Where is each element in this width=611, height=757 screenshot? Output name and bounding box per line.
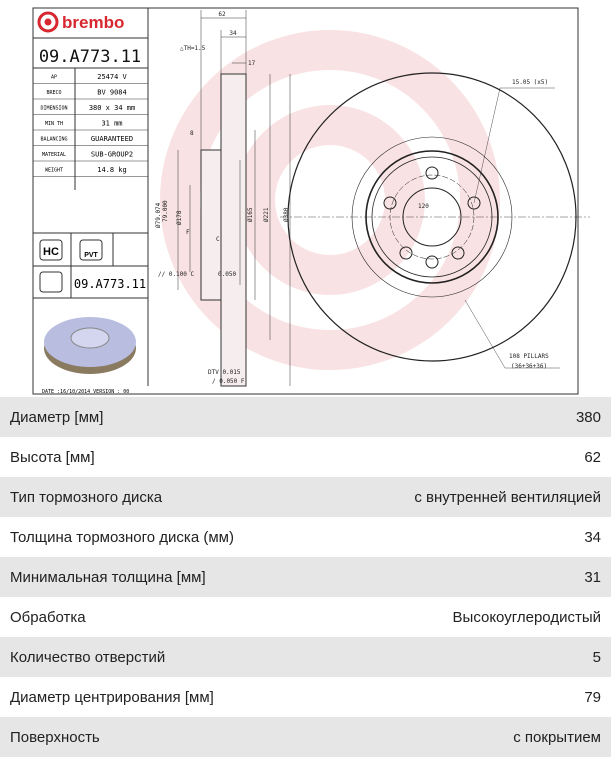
spec-table-row: Тип тормозного диска с внутренней вентиля… bbox=[0, 477, 611, 517]
spec-name: Высота [мм] bbox=[10, 448, 95, 466]
technical-drawing: brembo 09.A773.11 AP 25474 V BRECO BV 9084D… bbox=[32, 7, 590, 395]
spec-value: 79 bbox=[584, 688, 601, 706]
dim-79-lower: 79.000 bbox=[162, 200, 169, 222]
spec-label: DIMENSION bbox=[40, 106, 67, 112]
spec-label: BRECO bbox=[46, 90, 61, 96]
holes-note: 15.05 (x5) bbox=[512, 79, 548, 86]
spec-value: 380 x 34 mm bbox=[89, 104, 135, 112]
spec-value: Высокоуглеродистый bbox=[452, 608, 601, 626]
datum-f: F bbox=[186, 229, 190, 236]
dim-380: Ø380 bbox=[283, 207, 290, 222]
dim-62: 62 bbox=[218, 11, 226, 18]
dim-79-upper: Ø79.074 bbox=[155, 202, 162, 228]
spec-table-row: Толщина тормозного диска (мм) 34 bbox=[0, 517, 611, 557]
tolerance-flat: 0.050 bbox=[218, 271, 236, 278]
spec-value: BV 9084 bbox=[97, 89, 127, 97]
spec-value: 31 mm bbox=[101, 120, 122, 128]
pillars-breakdown: (36+36+36) bbox=[511, 363, 547, 370]
datum-c: C bbox=[216, 236, 220, 243]
pvt-icon bbox=[79, 239, 103, 261]
spec-label: MATERIAL bbox=[42, 152, 66, 158]
dim-th: △TH=1.5 bbox=[180, 45, 206, 52]
spec-value: с покрытием bbox=[513, 728, 601, 746]
disc-type-icon bbox=[39, 271, 63, 293]
section-view bbox=[177, 10, 291, 387]
spec-name: Толщина тормозного диска (мм) bbox=[10, 528, 234, 546]
spec-table-row: Поверхность с покрытием bbox=[0, 717, 611, 757]
part-number-small: 09.A773.11 bbox=[74, 277, 146, 291]
spec-label: AP bbox=[51, 75, 57, 81]
spec-value: 5 bbox=[592, 648, 601, 666]
spec-value: 25474 V bbox=[97, 73, 127, 81]
spec-label: MIN TH bbox=[45, 121, 63, 127]
spec-name: Обработка bbox=[10, 608, 86, 626]
pillars-note: 108 PILLARS bbox=[509, 353, 549, 360]
dim-34: 34 bbox=[229, 30, 237, 37]
spec-label: BALANCING bbox=[40, 137, 67, 143]
spec-value: 14.8 kg bbox=[97, 166, 127, 174]
dim-8: 8 bbox=[190, 130, 194, 137]
spec-name: Количество отверстий bbox=[10, 648, 166, 666]
spec-name: Диаметр [мм] bbox=[10, 408, 104, 426]
pcd-label: 120 bbox=[418, 203, 429, 210]
spec-value: 380 bbox=[575, 408, 601, 426]
spec-value: с внутренней вентиляцией bbox=[414, 488, 601, 506]
spec-value: 31 bbox=[584, 568, 601, 586]
date-version: DATE :16/10/2014 VERSION : 00 bbox=[42, 389, 129, 395]
disc-image bbox=[44, 317, 136, 374]
spec-value: 34 bbox=[584, 528, 601, 546]
spec-name: Поверхность bbox=[10, 728, 100, 746]
tolerance-runout: / 0.050 F bbox=[212, 378, 245, 385]
spec-value: GUARANTEED bbox=[91, 135, 133, 143]
spec-value: 62 bbox=[584, 448, 601, 466]
dim-221: Ø221 bbox=[263, 207, 270, 222]
spec-name: Диаметр центрирования [мм] bbox=[10, 688, 214, 706]
front-view bbox=[280, 72, 590, 369]
spec-table-row: Высота [мм] 62 bbox=[0, 437, 611, 477]
spec-label: WEIGHT bbox=[45, 168, 63, 174]
svg-text:brembo: brembo bbox=[62, 13, 124, 32]
part-number: 09.A773.11 bbox=[39, 47, 141, 67]
spec-table-row: Минимальная толщина [мм] 31 bbox=[0, 557, 611, 597]
dim-165: Ø165 bbox=[247, 207, 254, 222]
dim-178: Ø178 bbox=[176, 210, 183, 225]
tolerance-parallel: // 0.100 C bbox=[158, 271, 195, 278]
hc-badge-label: HC bbox=[43, 246, 59, 258]
brembo-logo: brembo bbox=[37, 11, 124, 33]
tolerance-dtv: DTV 0.015 bbox=[208, 369, 241, 376]
dim-17: 17 bbox=[248, 60, 256, 67]
spec-table-row: Диаметр [мм] 380 bbox=[0, 397, 611, 437]
spec-table-row: Диаметр центрирования [мм] 79 bbox=[0, 677, 611, 717]
dimension-labels: 62 34 △TH=1.5 17 8 Ø178 Ø79.074 79.000 Ø… bbox=[155, 11, 549, 385]
hc-icon bbox=[39, 239, 63, 261]
spec-value: SUB-GROUP2 bbox=[91, 151, 133, 159]
spec-table-row: Обработка Высокоуглеродистый bbox=[0, 597, 611, 637]
pvt-badge-label: PVT bbox=[84, 252, 98, 259]
spec-name: Тип тормозного диска bbox=[10, 488, 163, 506]
spec-table-row: Количество отверстий 5 bbox=[0, 637, 611, 677]
spec-name: Минимальная толщина [мм] bbox=[10, 568, 206, 586]
